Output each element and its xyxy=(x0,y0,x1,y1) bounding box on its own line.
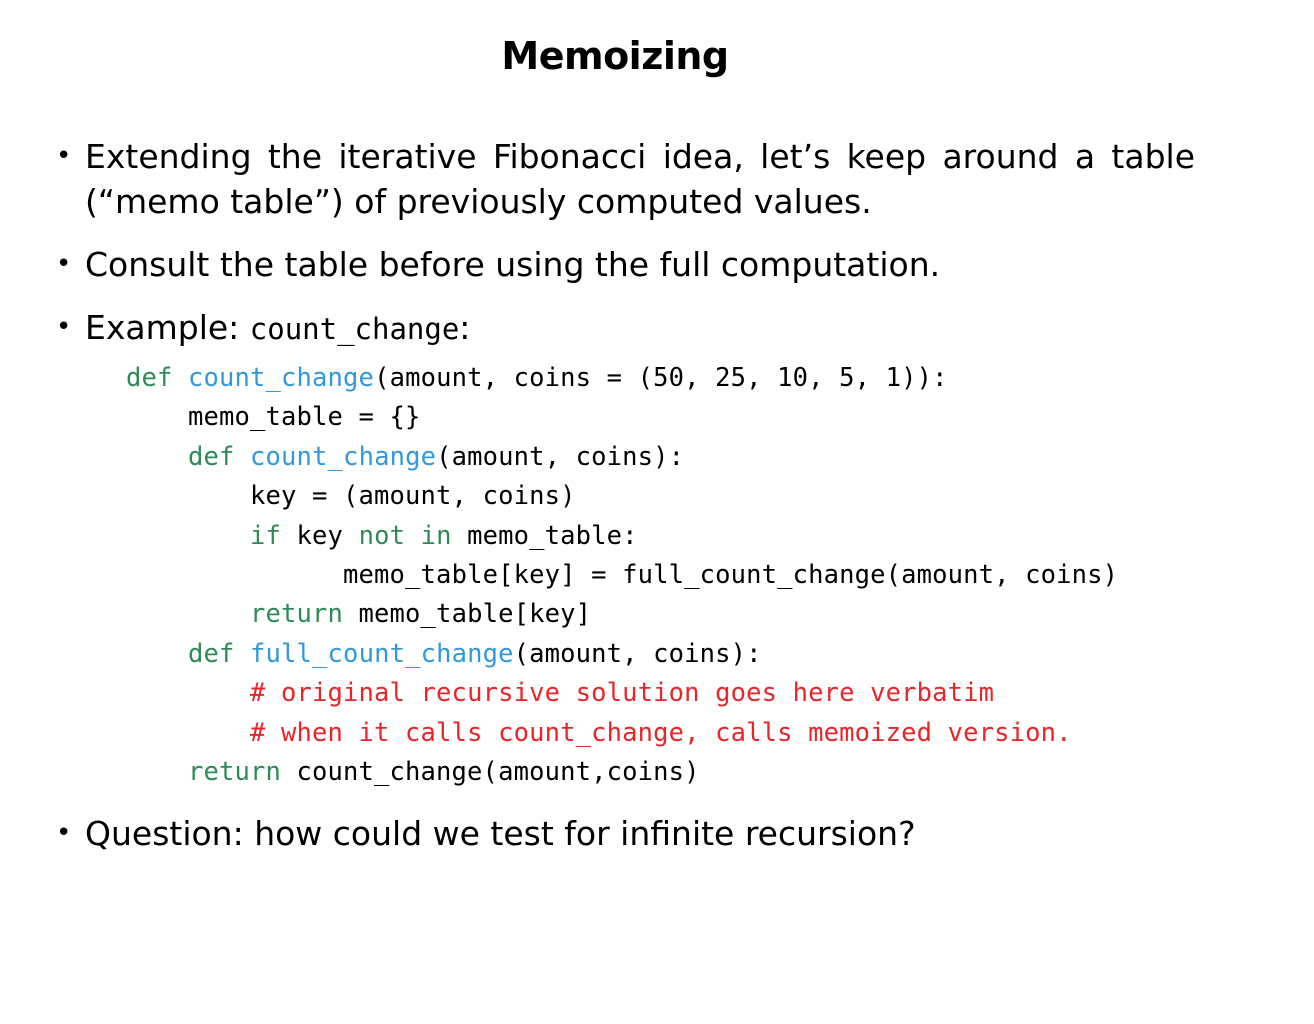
code-text: memo_table[key] = full_count_change(amou… xyxy=(343,559,1119,590)
code-line: memo_table[key] = full_count_change(amou… xyxy=(126,556,1246,595)
code-line: # when it calls count_change, calls memo… xyxy=(126,714,1246,753)
code-function-name: count_change xyxy=(250,441,437,472)
code-block: def count_change(amount, coins = (50, 25… xyxy=(126,359,1246,792)
code-keyword: not in xyxy=(358,520,452,551)
example-prefix: Example: xyxy=(85,308,250,347)
bullet-item: • Extending the iterative Fibonacci idea… xyxy=(56,134,1216,234)
code-line: def count_change(amount, coins): xyxy=(126,438,1246,477)
code-comment: # original recursive solution goes here … xyxy=(250,678,995,709)
code-keyword: def xyxy=(126,363,173,393)
code-line: return memo_table[key] xyxy=(126,595,1246,634)
code-text: memo_table = {} xyxy=(188,402,421,433)
code-keyword: return xyxy=(188,756,282,787)
code-text: count_change(amount,coins) xyxy=(281,756,700,787)
code-line: memo_table = {} xyxy=(126,398,1246,437)
code-line: def count_change(amount, coins = (50, 25… xyxy=(126,359,1246,398)
code-line: # original recursive solution goes here … xyxy=(126,674,1246,713)
bullet-dot: • xyxy=(56,249,72,279)
bullet-dot: • xyxy=(56,818,72,848)
bullet-item: • Question: how could we test for infini… xyxy=(56,811,1056,859)
bullet-text: Example: count_change: xyxy=(85,305,470,352)
inline-code: count_change xyxy=(249,312,460,346)
code-keyword: def xyxy=(188,441,235,472)
code-keyword: def xyxy=(188,638,235,669)
code-text: key = (amount, coins) xyxy=(250,481,576,512)
code-text: memo_table[key] xyxy=(343,599,592,630)
bullet-item: • Example: count_change: xyxy=(56,305,1056,353)
bullet-text: Extending the iterative Fibonacci idea, … xyxy=(85,137,1195,221)
code-line: def full_count_change(amount, coins): xyxy=(126,635,1246,674)
example-suffix: : xyxy=(459,308,471,347)
slide-title: Memoizing xyxy=(501,34,729,78)
code-function-name: full_count_change xyxy=(250,638,514,669)
bullet-dot: • xyxy=(56,312,72,342)
code-line: if key not in memo_table: xyxy=(126,517,1246,556)
code-text: key xyxy=(281,520,359,551)
code-comment: # when it calls count_change, calls memo… xyxy=(250,717,1072,748)
code-text: memo_table: xyxy=(451,520,638,551)
code-function-name: count_change xyxy=(188,363,375,393)
code-line: key = (amount, coins) xyxy=(126,477,1246,516)
bullet-dot: • xyxy=(56,141,72,171)
code-text: (amount, coins): xyxy=(513,638,762,669)
code-text: (amount, coins): xyxy=(436,441,685,472)
bullet-text: Consult the table before using the full … xyxy=(85,245,941,284)
code-line: return count_change(amount,coins) xyxy=(126,753,1246,792)
bullet-text: Question: how could we test for infinite… xyxy=(85,814,916,853)
code-text: (amount, coins = (50, 25, 10, 5, 1)): xyxy=(374,363,948,393)
code-keyword: if xyxy=(250,520,282,551)
code-keyword: return xyxy=(250,599,344,630)
bullet-item: • Consult the table before using the ful… xyxy=(56,242,1056,290)
